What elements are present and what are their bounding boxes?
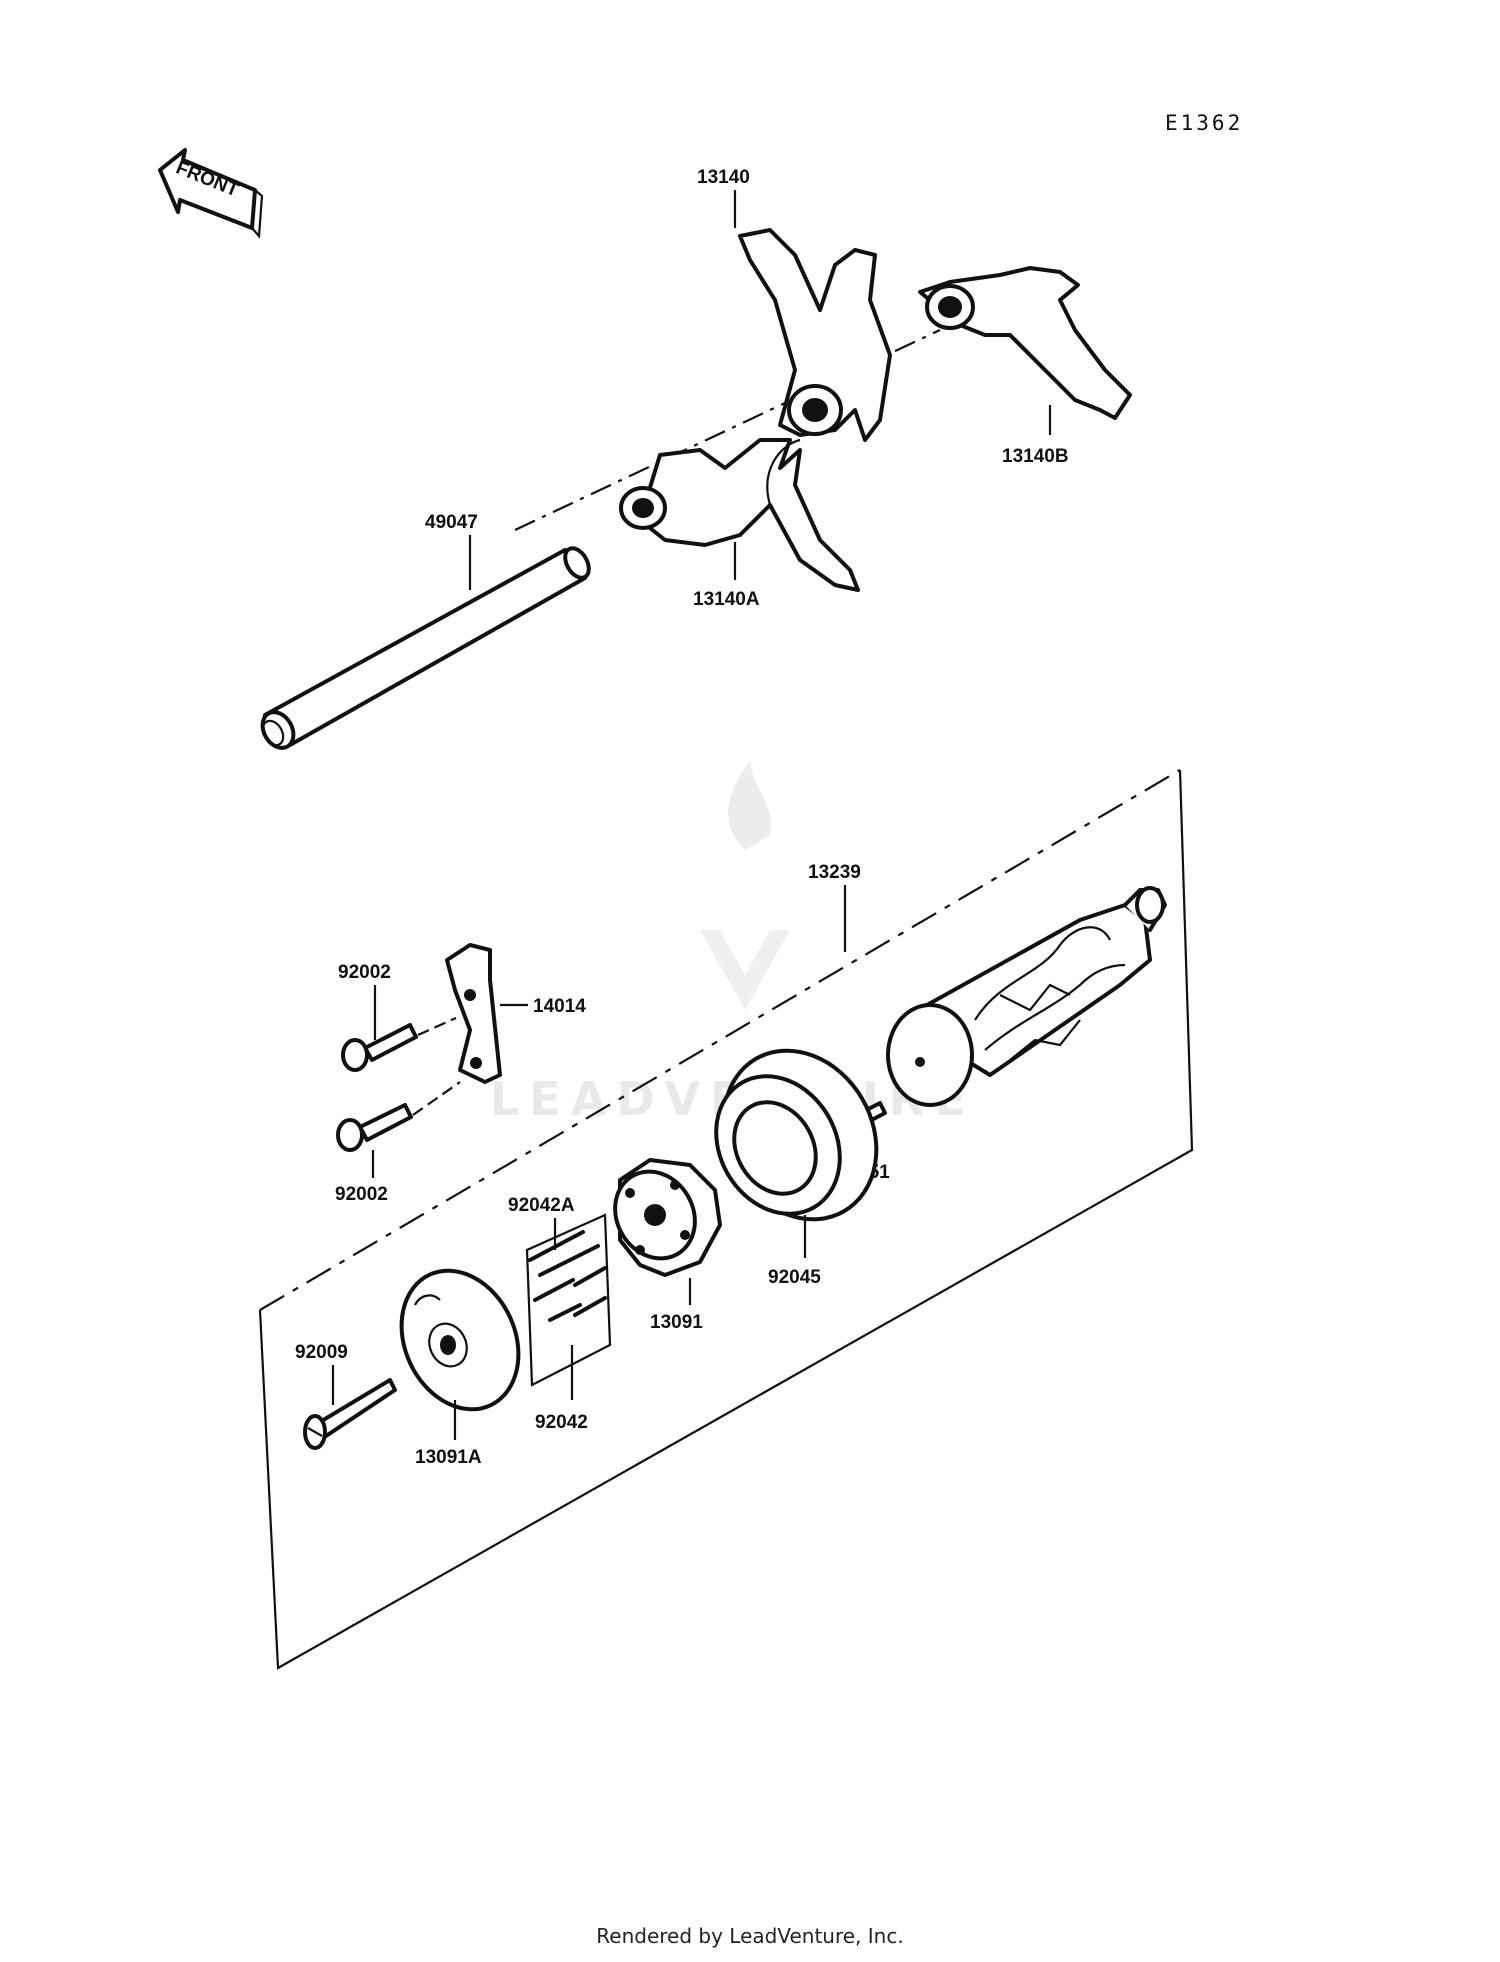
- label-13239: 13239: [808, 862, 861, 883]
- footer-credit: Rendered by LeadVenture, Inc.: [596, 1924, 904, 1948]
- shift-fork-13140: [738, 228, 892, 442]
- bolt-92002-lower: [336, 1081, 461, 1152]
- diagram-code: E1362: [1165, 111, 1243, 135]
- assembly-axis: [259, 769, 1181, 1311]
- screw-92009: [303, 1378, 397, 1450]
- label-13091a: 13091A: [415, 1447, 482, 1468]
- stopper-plate-14014: [445, 943, 502, 1084]
- label-13091: 13091: [650, 1312, 703, 1333]
- label-92045: 92045: [768, 1267, 821, 1288]
- label-92042a: 92042A: [508, 1195, 575, 1216]
- label-13140b: 13140B: [1002, 446, 1069, 467]
- front-arrow-icon: FRONT: [158, 148, 264, 239]
- shift-fork-13140a: [619, 438, 860, 592]
- label-92042: 92042: [535, 1412, 588, 1433]
- label-13140a: 13140A: [693, 589, 760, 610]
- bearing-92045: [714, 1048, 879, 1222]
- dowel-pins-92042: [525, 1213, 612, 1387]
- label-14014: 14014: [533, 996, 586, 1017]
- bolt-92002-upper: [341, 1016, 457, 1072]
- shift-drum: [886, 886, 1167, 1107]
- label-92009: 92009: [295, 1342, 348, 1363]
- shift-fork-13140b: [918, 266, 1132, 420]
- label-92002-upper: 92002: [338, 962, 391, 983]
- shift-rod: [260, 546, 591, 750]
- label-92002-lower: 92002: [335, 1184, 388, 1205]
- watermark-logo: [700, 760, 790, 1010]
- label-13140: 13140: [697, 167, 750, 188]
- label-49047: 49047: [425, 512, 478, 533]
- holder-plate-13091a: [399, 1268, 521, 1412]
- cam-plate-13091: [613, 1158, 722, 1277]
- assembly-frame: [258, 769, 1194, 1670]
